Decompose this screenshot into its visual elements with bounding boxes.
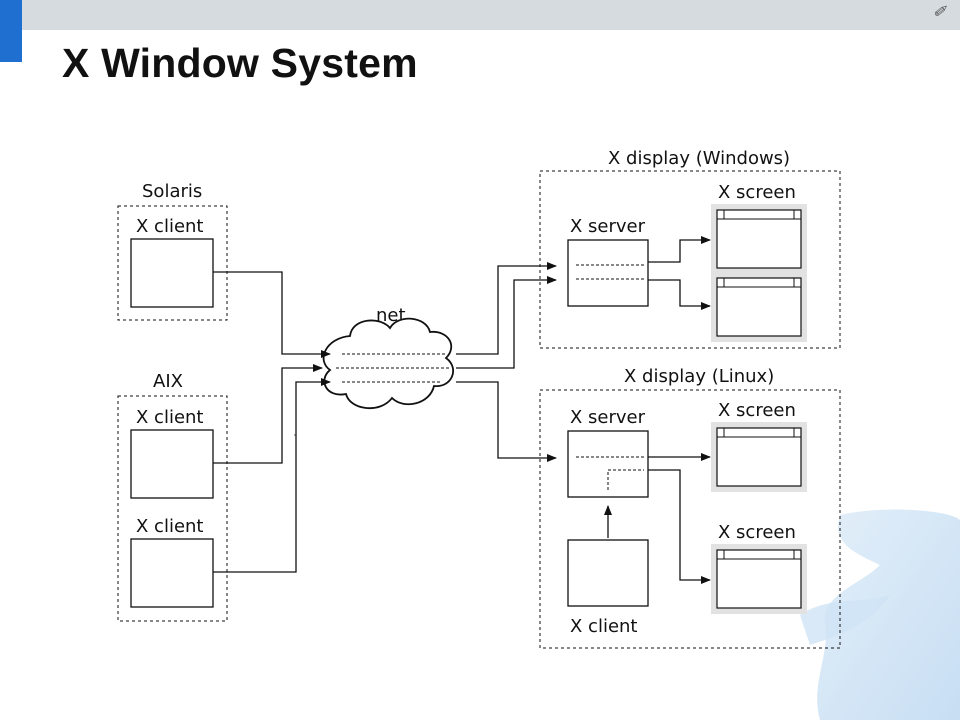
linux-server-label: X server <box>570 407 646 428</box>
net-cloud <box>322 317 454 410</box>
aix-client2-window <box>130 538 214 608</box>
aix1-to-net-link <box>213 364 323 464</box>
windows-server-box <box>567 239 649 307</box>
linux-screen-1 <box>711 422 807 492</box>
slide-title: X Window System <box>62 40 418 86</box>
windows-display-box <box>539 170 841 349</box>
solaris-client-label: X client <box>136 216 204 237</box>
aix-client1-label: X client <box>136 407 204 428</box>
net-to-windows-server-link-1 <box>456 262 557 355</box>
solaris-host-box <box>117 205 228 321</box>
aix-client2-label: X client <box>136 516 204 537</box>
linux-local-client-window <box>567 539 649 607</box>
windows-server-to-screen1-link <box>648 236 711 263</box>
windows-screen-label: X screen <box>718 182 796 203</box>
linux-client-label: X client <box>570 616 638 637</box>
solaris-label: Solaris <box>142 181 202 202</box>
aix-client1-window <box>130 429 214 499</box>
hand-decoration-icon <box>800 509 960 720</box>
sketch-figure-logo-icon: ✐ <box>932 2 946 21</box>
linux-display-box <box>539 389 841 649</box>
windows-screen-2 <box>711 272 807 342</box>
top-bar <box>0 0 960 30</box>
windows-display-label: X display (Windows) <box>608 148 790 169</box>
accent-tab <box>0 0 22 62</box>
net-to-linux-server-link <box>456 381 557 462</box>
solaris-client-window <box>130 238 214 308</box>
windows-server-label: X server <box>570 216 646 237</box>
aix-label: AIX <box>153 371 183 392</box>
aix2-to-net-link <box>213 378 331 573</box>
linux-server-box <box>567 430 649 498</box>
linux-screen2-label: X screen <box>718 522 796 543</box>
solaris-to-net-link <box>213 271 331 358</box>
windows-server-to-screen2-link <box>648 279 711 310</box>
aix-host-box <box>117 395 228 622</box>
net-to-windows-server-link-2 <box>456 276 557 369</box>
linux-server-to-screen2-link <box>648 469 711 584</box>
linux-display-label: X display (Linux) <box>624 366 774 387</box>
linux-screen1-label: X screen <box>718 400 796 421</box>
windows-screen-1 <box>711 204 807 274</box>
linux-screen-2 <box>711 544 807 614</box>
